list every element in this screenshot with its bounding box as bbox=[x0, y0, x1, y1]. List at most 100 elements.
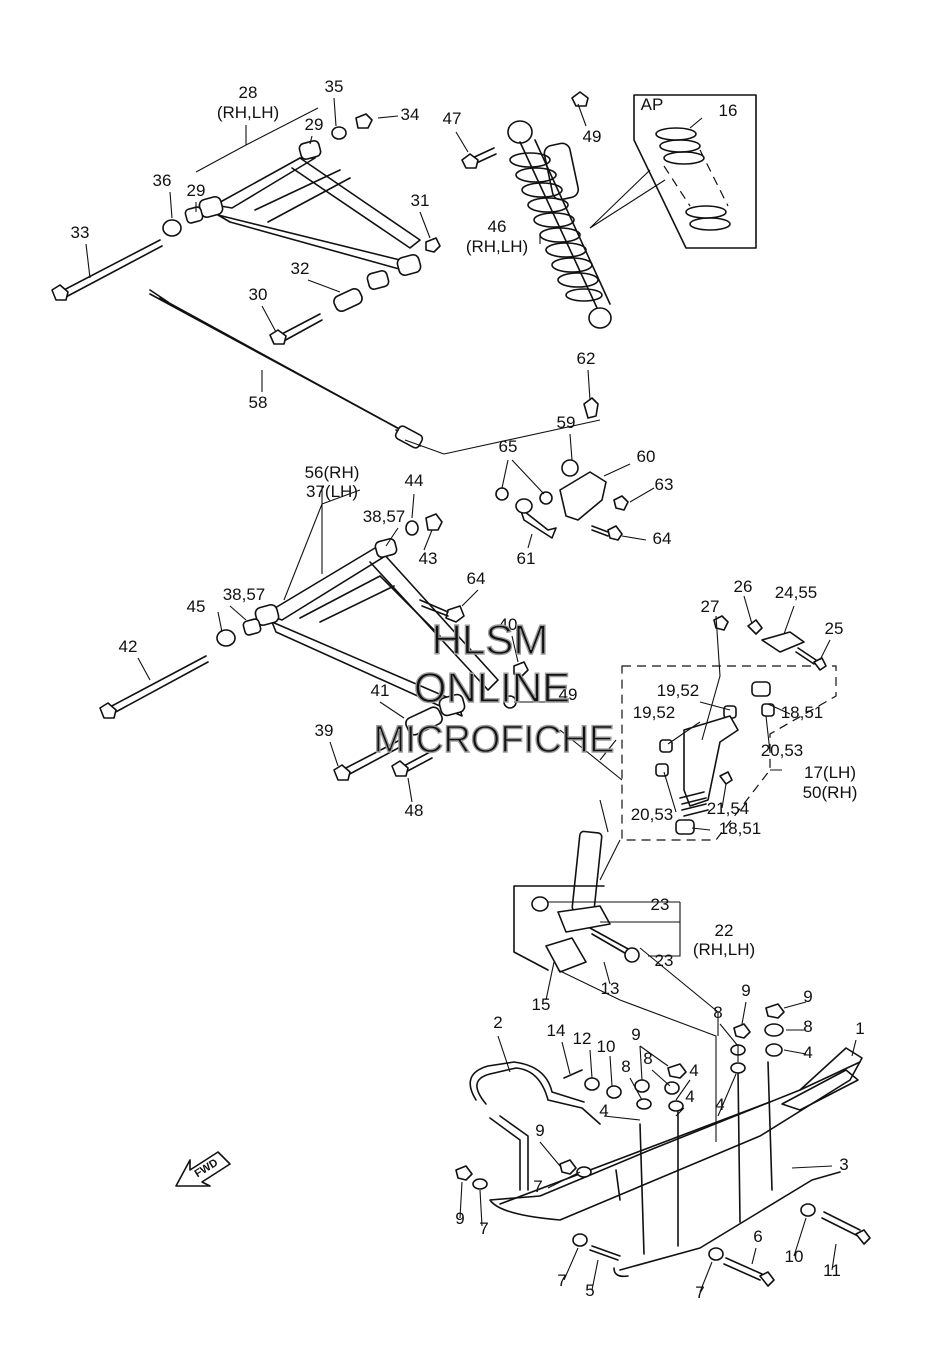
callout-c4d: 4 bbox=[715, 1095, 724, 1114]
watermark-line2: ONLINE bbox=[414, 664, 570, 711]
callout-c9d: 9 bbox=[535, 1121, 544, 1140]
callout-c28b: (RH,LH) bbox=[217, 103, 279, 122]
callout-c4c: 4 bbox=[685, 1087, 694, 1106]
callout-c58: 58 bbox=[249, 393, 268, 412]
callout-cAP: AP bbox=[641, 95, 664, 114]
callout-c17: 17(LH) bbox=[804, 763, 856, 782]
callout-c64a: 64 bbox=[653, 529, 672, 548]
callout-c42: 42 bbox=[119, 637, 138, 656]
callout-c56a: 56(RH) bbox=[305, 463, 360, 482]
callout-c8c: 8 bbox=[643, 1049, 652, 1068]
callout-c48: 48 bbox=[405, 801, 424, 820]
callout-c12: 12 bbox=[573, 1029, 592, 1048]
callout-c26: 26 bbox=[734, 577, 753, 596]
ap-detail-box bbox=[589, 94, 757, 249]
callout-c31: 31 bbox=[411, 191, 430, 210]
callout-c16: 16 bbox=[719, 101, 738, 120]
callout-c2154: 21,54 bbox=[707, 799, 750, 818]
callout-c8a: 8 bbox=[713, 1003, 722, 1022]
callout-c44: 44 bbox=[405, 471, 424, 490]
callout-c2053a: 20,53 bbox=[761, 741, 804, 760]
callout-c61: 61 bbox=[517, 549, 536, 568]
callout-c7b: 7 bbox=[479, 1219, 488, 1238]
callout-c14: 14 bbox=[547, 1021, 566, 1040]
callout-c3857a: 38,57 bbox=[363, 507, 406, 526]
callout-c9c: 9 bbox=[631, 1025, 640, 1044]
upper-a-arm bbox=[51, 113, 441, 345]
callout-c4b: 4 bbox=[689, 1061, 698, 1080]
callout-c22a: 22 bbox=[715, 921, 734, 940]
callout-c10b: 10 bbox=[785, 1247, 804, 1266]
callout-c5: 5 bbox=[585, 1281, 594, 1300]
lower-a-arm bbox=[99, 513, 529, 781]
callout-c63: 63 bbox=[655, 475, 674, 494]
callout-c4a: 4 bbox=[803, 1043, 812, 1062]
callout-c35: 35 bbox=[325, 77, 344, 96]
callout-c29a: 29 bbox=[305, 115, 324, 134]
callout-c6: 6 bbox=[753, 1227, 762, 1246]
callout-c10a: 10 bbox=[597, 1037, 616, 1056]
callout-c11: 11 bbox=[823, 1261, 841, 1280]
callout-c27: 27 bbox=[701, 597, 720, 616]
ski-hardware bbox=[455, 1003, 871, 1287]
callout-c9b: 9 bbox=[803, 987, 812, 1006]
callout-c59: 59 bbox=[557, 413, 576, 432]
callout-c30: 30 bbox=[249, 285, 268, 304]
callout-c7c: 7 bbox=[557, 1271, 566, 1290]
callout-c60: 60 bbox=[637, 447, 656, 466]
callout-c4e: 4 bbox=[599, 1101, 608, 1120]
callout-c1851b: 18,51 bbox=[719, 819, 762, 838]
callout-c7d: 7 bbox=[695, 1283, 704, 1302]
callout-c9a: 9 bbox=[741, 981, 750, 1000]
callout-c32: 32 bbox=[291, 259, 310, 278]
callout-c46a: 46 bbox=[488, 217, 507, 236]
leader-lines bbox=[85, 97, 857, 1293]
callout-c8b: 8 bbox=[803, 1017, 812, 1036]
callout-c2: 2 bbox=[493, 1013, 502, 1032]
ski bbox=[469, 1047, 863, 1278]
callout-c25: 25 bbox=[825, 619, 844, 638]
callout-c65: 65 bbox=[499, 437, 518, 456]
callout-c2455: 24,55 bbox=[775, 583, 818, 602]
callout-c15: 15 bbox=[532, 995, 551, 1014]
callout-c64b: 64 bbox=[467, 569, 486, 588]
callout-c28a: 28 bbox=[239, 83, 258, 102]
callout-c7a: 7 bbox=[533, 1177, 542, 1196]
spindle-ski-mount bbox=[513, 830, 640, 973]
callout-c49b: 49 bbox=[559, 685, 578, 704]
steering-shaft bbox=[149, 289, 424, 449]
callout-c23b: 23 bbox=[655, 951, 674, 970]
callout-c23a: 23 bbox=[651, 895, 670, 914]
callout-c3857b: 38,57 bbox=[223, 585, 266, 604]
callout-c49a: 49 bbox=[583, 127, 602, 146]
callout-c8d: 8 bbox=[621, 1057, 630, 1076]
callout-c29b: 29 bbox=[187, 181, 206, 200]
callout-c47: 47 bbox=[443, 109, 462, 128]
watermark-line1: HLSM bbox=[432, 616, 549, 663]
callout-c62: 62 bbox=[577, 349, 596, 368]
callout-c40: 40 bbox=[499, 615, 518, 634]
callout-c43: 43 bbox=[419, 549, 438, 568]
steering-bracket bbox=[495, 397, 629, 541]
callout-c13: 13 bbox=[601, 979, 620, 998]
watermark: HLSM ONLINE MICROFICHE bbox=[373, 615, 615, 761]
callout-c1: 1 bbox=[855, 1019, 864, 1038]
callout-c56b: 37(LH) bbox=[306, 482, 358, 501]
callout-c34: 34 bbox=[401, 105, 420, 124]
callout-c33: 33 bbox=[71, 223, 90, 242]
callout-c1952a: 19,52 bbox=[657, 681, 700, 700]
callout-c9e: 9 bbox=[455, 1209, 464, 1228]
callout-c2053b: 20,53 bbox=[631, 805, 674, 824]
callout-c46b: (RH,LH) bbox=[466, 237, 528, 256]
shock-absorber bbox=[461, 91, 612, 329]
callout-c36: 36 bbox=[153, 171, 172, 190]
callout-c39: 39 bbox=[315, 721, 334, 740]
callout-c1851a: 18,51 bbox=[781, 703, 824, 722]
callout-c41: 41 bbox=[371, 681, 390, 700]
fwd-arrow-icon: FWD bbox=[175, 1151, 231, 1187]
callout-c3: 3 bbox=[839, 1155, 848, 1174]
callout-c45: 45 bbox=[187, 597, 206, 616]
callout-c1952b: 19,52 bbox=[633, 703, 676, 722]
